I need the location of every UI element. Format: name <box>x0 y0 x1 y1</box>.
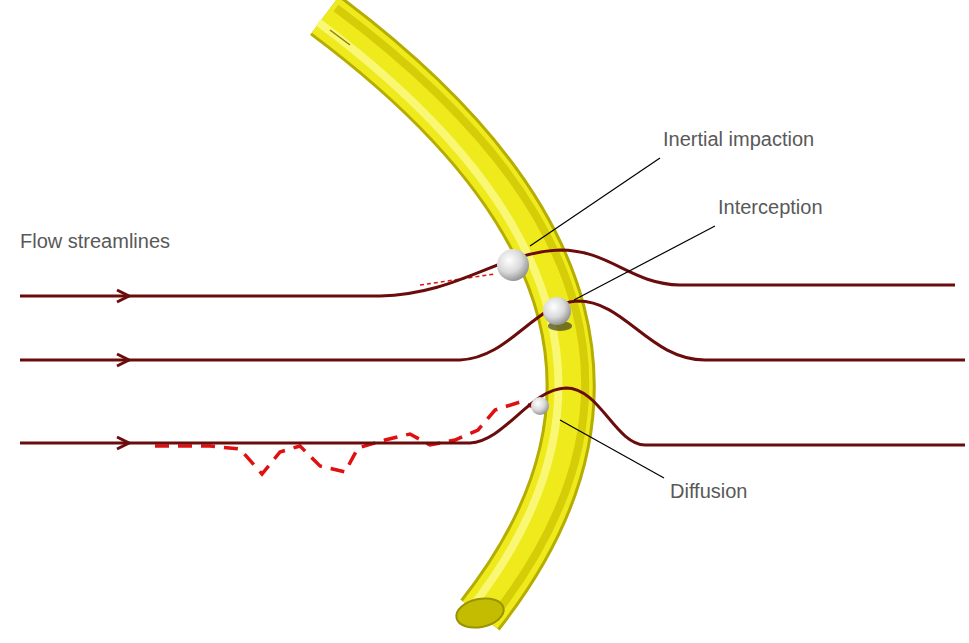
mechanism-label: Inertial impaction <box>663 128 814 151</box>
mechanism-label: Interception <box>718 196 823 219</box>
particle <box>543 297 571 325</box>
leader-lines <box>530 158 715 478</box>
particle <box>531 397 549 415</box>
mechanism-label: Diffusion <box>670 480 747 503</box>
particle <box>497 249 529 281</box>
streamlines <box>20 250 965 449</box>
fiber <box>318 8 585 632</box>
flow-label: Flow streamlines <box>20 230 170 253</box>
